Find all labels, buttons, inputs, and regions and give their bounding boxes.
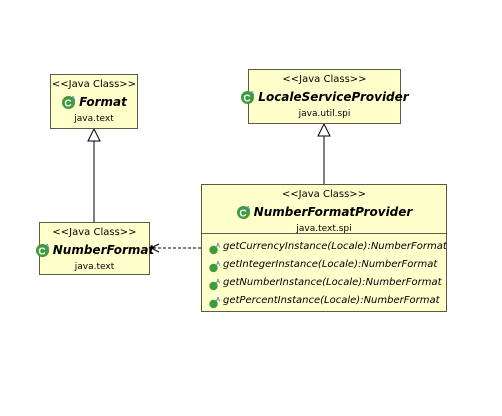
operation-signature: getIntegerInstance(Locale):NumberFormat — [223, 258, 438, 270]
package-label: java.text — [74, 114, 114, 124]
package-label: java.util.spi — [298, 109, 351, 119]
stereotype-label: <<Java Class>> — [52, 227, 137, 238]
operation-get-number-instance[interactable]: A getNumberInstance(Locale):NumberFormat — [208, 273, 446, 291]
svg-text:C: C — [64, 98, 71, 109]
operations-compartment: A getCurrencyInstance(Locale):NumberForm… — [202, 234, 447, 309]
svg-text:A: A — [45, 244, 50, 250]
stereotype-label: <<Java Class>> — [51, 79, 137, 90]
operation-signature: getCurrencyInstance(Locale):NumberFormat — [223, 240, 447, 252]
operation-get-percent-instance[interactable]: A getPercentInstance(Locale):NumberForma… — [208, 291, 446, 309]
operation-get-integer-instance[interactable]: A getIntegerInstance(Locale):NumberForma… — [208, 255, 446, 273]
class-name: NumberFormatProvider — [253, 205, 413, 219]
operation-signature: getNumberInstance(Locale):NumberFormat — [223, 276, 442, 288]
package-label: java.text.spi — [296, 224, 352, 234]
svg-text:C: C — [239, 208, 246, 219]
generalization-numberformatprovider-to-localeserviceprovider[interactable] — [317, 122, 331, 184]
stereotype-label: <<Java Class>> — [281, 189, 367, 200]
package-label: java.text — [74, 262, 115, 272]
abstract-method-icon: A — [208, 294, 221, 308]
svg-text:C: C — [38, 246, 45, 257]
abstract-method-icon: A — [208, 240, 221, 254]
dependency-arrowhead — [149, 243, 160, 253]
compartment-separator — [202, 233, 446, 234]
stereotype-label: <<Java Class>> — [282, 74, 367, 85]
operation-get-currency-instance[interactable]: A getCurrencyInstance(Locale):NumberForm… — [208, 237, 447, 255]
svg-text:A: A — [216, 279, 221, 285]
generalization-arrowhead — [87, 127, 101, 142]
svg-text:C: C — [244, 93, 251, 104]
svg-text:A: A — [246, 206, 251, 212]
abstract-method-icon: A — [208, 258, 221, 272]
svg-text:A: A — [216, 243, 221, 249]
dependency-numberformatprovider-to-numberformat[interactable] — [149, 243, 201, 253]
svg-text:A: A — [216, 297, 221, 303]
generalization-arrowhead — [317, 122, 331, 137]
operation-signature: getPercentInstance(Locale):NumberFormat — [223, 294, 440, 306]
class-name: Format — [79, 95, 127, 109]
svg-text:A: A — [71, 96, 76, 102]
class-name: NumberFormat — [52, 243, 155, 257]
class-name: LocaleServiceProvider — [258, 90, 409, 104]
svg-text:A: A — [216, 261, 221, 267]
abstract-method-icon: A — [208, 276, 221, 290]
svg-text:A: A — [250, 91, 255, 97]
generalization-numberformat-to-format[interactable] — [87, 127, 101, 222]
